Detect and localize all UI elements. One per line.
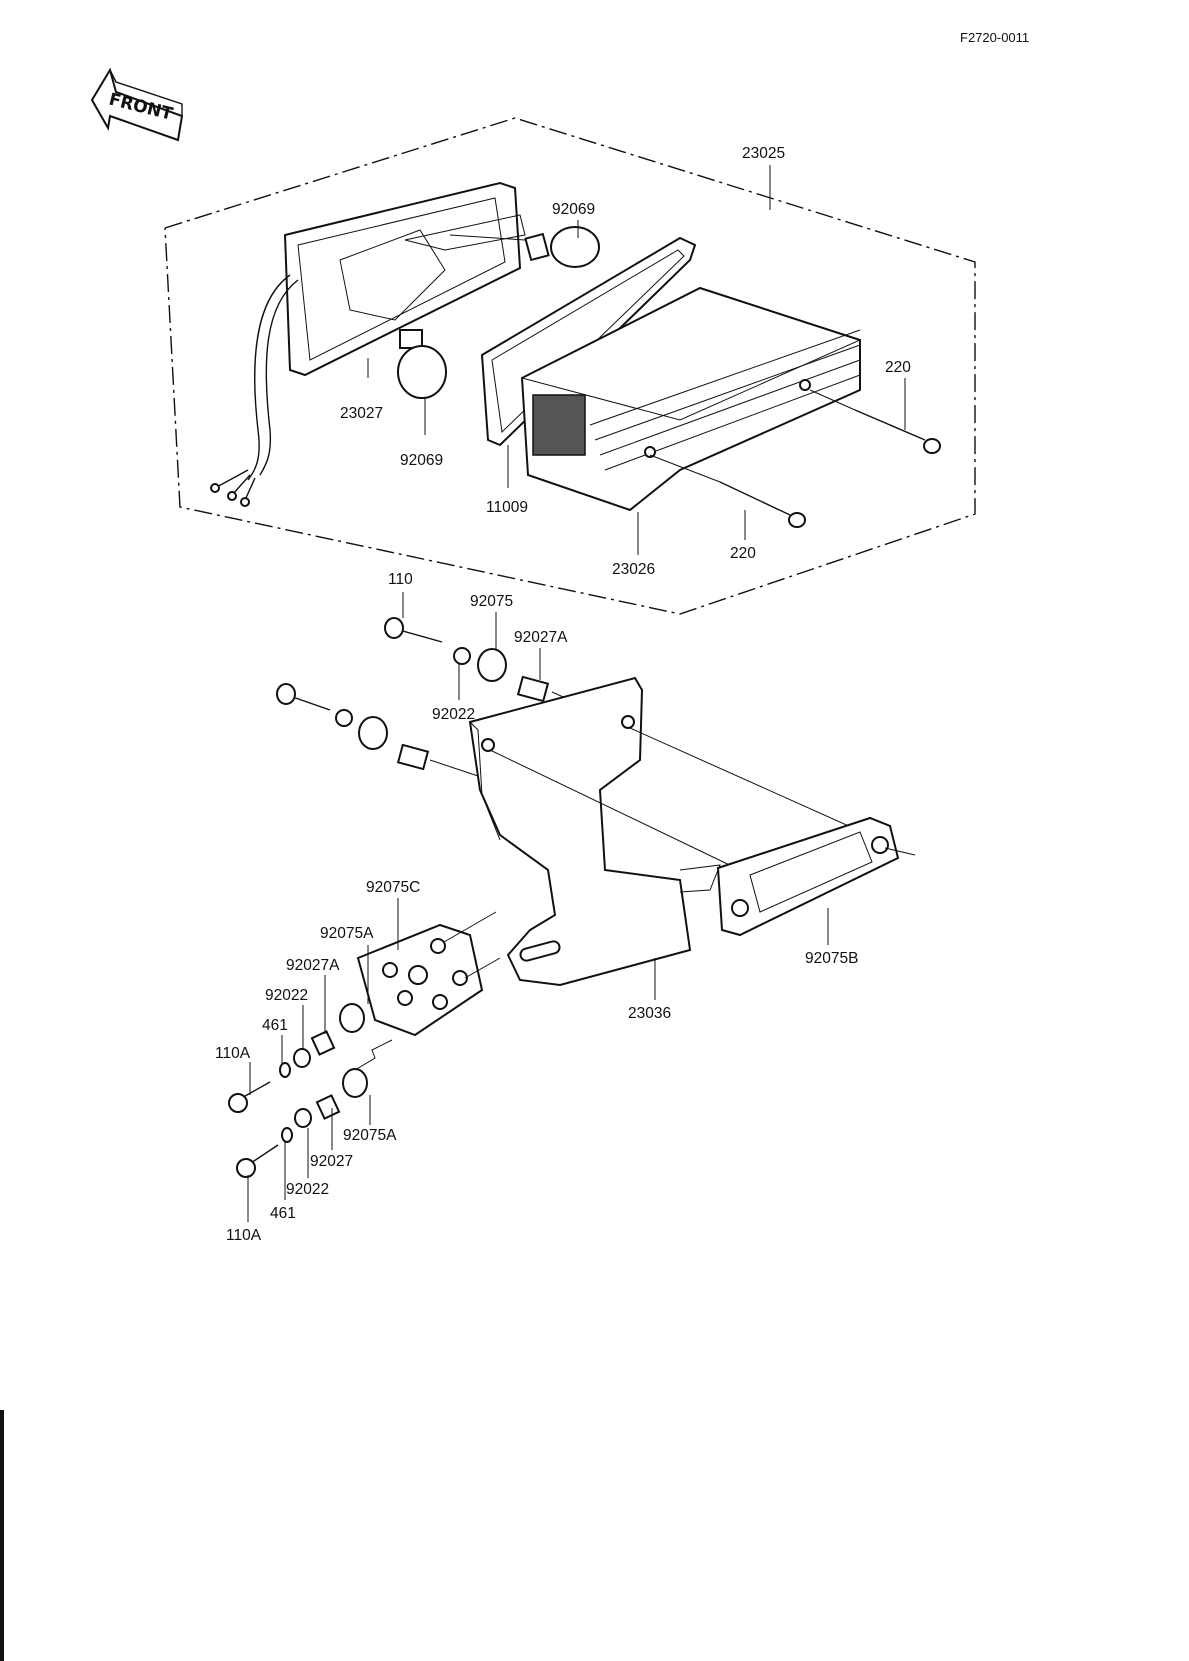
hardware-stack-upper	[384, 617, 571, 703]
label-23025: 23025	[742, 145, 785, 162]
label-461-top: 461	[262, 1017, 288, 1034]
label-92075A-top: 92075A	[320, 925, 374, 942]
label-92022-top: 92022	[432, 706, 475, 723]
assembly-outline-23025	[164, 117, 976, 615]
bracket-23036	[468, 676, 881, 987]
label-23036: 23036	[628, 1005, 671, 1022]
label-110A-bottom: 110A	[226, 1227, 262, 1244]
front-arrow-icon: FRONT	[90, 67, 184, 142]
label-11009: 11009	[486, 499, 528, 516]
label-92075B: 92075B	[805, 950, 858, 967]
screw-220-bottom	[649, 454, 806, 528]
screw-220-right	[809, 389, 941, 454]
label-220-right: 220	[885, 359, 911, 376]
plate-lamp-92075B	[716, 816, 916, 937]
label-92069-top: 92069	[552, 201, 595, 218]
bulb-92069-lower	[397, 329, 447, 399]
label-110: 110	[388, 571, 413, 588]
label-92027: 92027	[310, 1153, 353, 1170]
label-92022-bottom: 92022	[286, 1181, 329, 1198]
label-23027: 23027	[340, 405, 383, 422]
label-92022-mid: 92022	[265, 987, 308, 1004]
hardware-stack-lower-left	[276, 683, 479, 777]
label-110A-top: 110A	[215, 1045, 251, 1062]
mounting-plate-92075C	[356, 911, 501, 1037]
label-92075: 92075	[470, 593, 513, 610]
label-220-bottom: 220	[730, 545, 756, 562]
label-461-bottom: 461	[270, 1205, 296, 1222]
lamp-base-23027	[283, 181, 526, 377]
label-92069-bottom: 92069	[400, 452, 443, 469]
bulb-92069-upper	[524, 226, 600, 268]
wiring-harness	[210, 274, 299, 507]
label-92027A-mid: 92027A	[286, 957, 340, 974]
lens-23026	[520, 286, 862, 512]
scan-edge-mark	[0, 1410, 4, 1661]
hardware-stack-110A-upper	[228, 1003, 365, 1113]
label-92075A-bottom: 92075A	[343, 1127, 397, 1144]
hardware-stack-110A-lower	[236, 1039, 393, 1178]
document-code: F2720-0011	[960, 30, 1029, 45]
part-labels: 23025 92069 23027 92069 220 220 11009 23…	[215, 145, 911, 1244]
label-92027A-top: 92027A	[514, 629, 568, 646]
label-23026: 23026	[612, 561, 655, 578]
label-92075C: 92075C	[366, 879, 420, 896]
leader-lines	[247, 165, 906, 1222]
